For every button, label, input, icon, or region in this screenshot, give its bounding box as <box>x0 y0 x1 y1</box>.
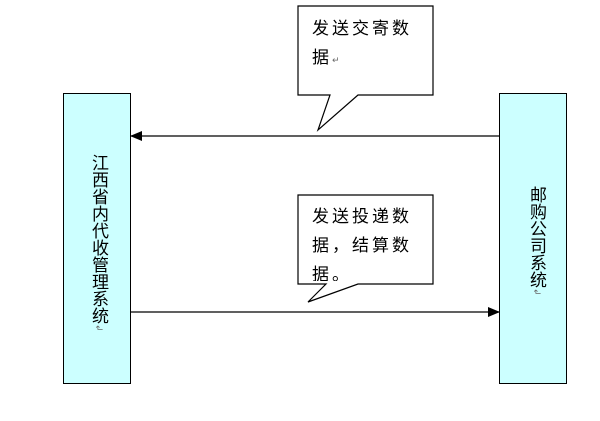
callout-bottom-text: 发送投递数 据，结算数 据。 <box>312 203 430 281</box>
callout-top-mark: ↵ <box>332 56 343 66</box>
callout-bottom-line3: 据。 <box>312 265 352 281</box>
right-system-label: 邮购公司系统↲ <box>526 186 546 296</box>
left-system-box: 江西省内代收管理系统↲ <box>63 93 131 384</box>
left-system-label-text: 江西省内代收管理系统 <box>88 154 108 324</box>
right-system-label-text: 邮购公司系统 <box>526 186 546 288</box>
callout-bottom-line1: 发送投递数 <box>312 207 412 227</box>
callout-bottom-shape <box>297 194 434 303</box>
callout-top-line2: 据 <box>312 48 332 68</box>
right-system-mark: ↲ <box>531 288 541 296</box>
callout-bottom-line2: 据，结算数 <box>312 236 412 256</box>
left-system-label: 江西省内代收管理系统↲ <box>88 154 108 332</box>
callout-top-shape <box>297 5 434 132</box>
callout-top-text: 发送交寄数 据↵ <box>312 15 412 76</box>
left-system-mark: ↲ <box>93 324 103 332</box>
callout-top-line2-wrap: 据↵ <box>312 44 412 76</box>
right-system-box: 邮购公司系统↲ <box>499 93 567 384</box>
callout-top-line1: 发送交寄数 <box>312 19 412 39</box>
